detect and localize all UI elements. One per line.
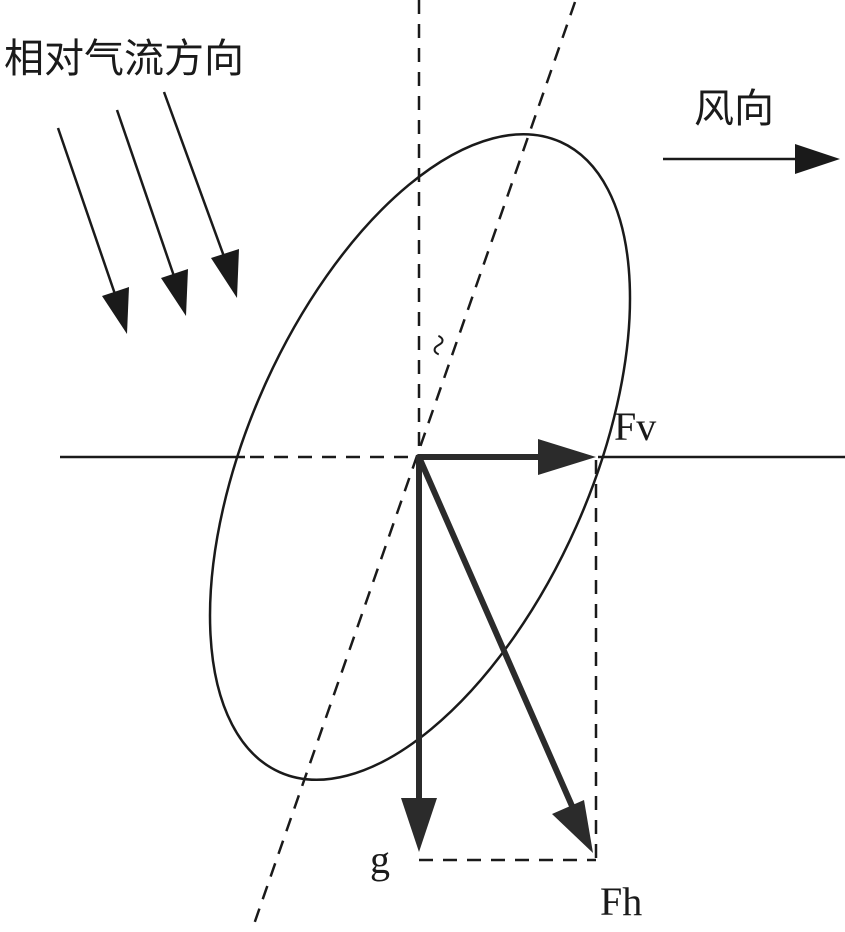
airflow-arrows [56,91,239,334]
g-label: g [370,837,390,882]
airflow-arrow-2 [115,109,188,316]
parallelogram-lines [419,460,598,862]
airflow-arrow-3 [162,91,239,298]
fv-vector [416,439,596,475]
wind-direction-label: 风向 [694,86,774,132]
tilted-ellipse [208,132,632,782]
airflow-arrow-1 [56,127,129,334]
fv-label: Fv [614,404,656,449]
relative-airflow-label: 相对气流方向 [4,36,244,82]
fh-label: Fh [600,879,642,924]
wind-direction-arrow [663,144,840,174]
g-vector [401,454,437,852]
angle-mark: ~ [413,327,463,363]
fh-vector [416,454,593,853]
tilted-axis-line [250,1,577,931]
